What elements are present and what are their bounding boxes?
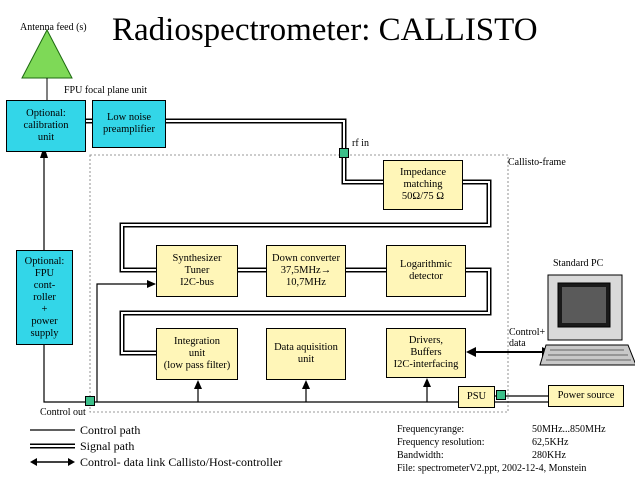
file-info: File: spectrometerV2.ppt, 2002-12-4, Mon… — [397, 463, 587, 474]
integration-unit: Integration unit (low pass filter) — [156, 328, 238, 380]
psu-port — [496, 390, 506, 400]
control-data-label: Control+ data — [509, 327, 546, 349]
legend-signal-label: Signal path — [80, 439, 135, 453]
legend-link-label: Control- data link Callisto/Host-control… — [80, 455, 283, 469]
data-acquisition-unit: Data aquisition unit — [266, 328, 346, 380]
down-converter: Down converter 37,5MHz→ 10,7MHz — [266, 245, 346, 297]
computer-icon — [539, 274, 635, 366]
low-noise-preamplifier: Low noise preamplifier — [92, 100, 166, 148]
host-link-arrow-left — [466, 347, 476, 357]
spec-value-0: 50MHz...850MHz — [532, 424, 606, 435]
logarithmic-detector: Logarithmic detector — [386, 245, 466, 297]
legend-link-arrow-right — [68, 458, 75, 466]
control-arrowheads — [40, 146, 431, 389]
antenna-label: Antenna feed (s) — [20, 22, 87, 33]
impedance-matching: Impedance matching 50Ω/75 Ω — [383, 160, 463, 210]
fpu-label: FPU focal plane unit — [64, 85, 148, 96]
fpu-controller: Optional: FPU cont- roller + power suppl… — [16, 250, 73, 345]
drivers-buffers: Drivers, Buffers I2C-interfacing — [386, 328, 466, 378]
psu-block: PSU — [458, 386, 495, 408]
rf-in-port — [339, 148, 349, 158]
standard-pc-label: Standard PC — [553, 258, 604, 269]
callisto-frame-border — [89, 154, 509, 413]
control-out-port — [85, 396, 95, 406]
frame-label: Callisto-frame — [508, 157, 566, 168]
control-out-label: Control out — [40, 407, 86, 418]
spec-key-0: Frequencyrange: — [397, 424, 465, 435]
control-path — [43, 158, 548, 403]
spec-value-1: 62,5KHz — [532, 437, 569, 448]
antenna-icon — [21, 28, 73, 79]
legend-link-arrow-left — [30, 458, 37, 466]
page-title: Radiospectrometer: CALLISTO — [112, 12, 538, 48]
spec-key-1: Frequency resolution: — [397, 437, 485, 448]
power-source-block: Power source — [548, 385, 624, 407]
rf-in-label: rf in — [352, 138, 369, 149]
spec-value-2: 280KHz — [532, 450, 566, 461]
signal-path-outer — [86, 118, 492, 356]
signal-path-inner — [86, 120, 490, 354]
spec-key-2: Bandwidth: — [397, 450, 444, 461]
legend-control-label: Control path — [80, 423, 141, 437]
synthesizer-tuner: Synthesizer Tuner I2C-bus — [156, 245, 238, 297]
calibration-unit: Optional: calibration unit — [6, 100, 86, 152]
